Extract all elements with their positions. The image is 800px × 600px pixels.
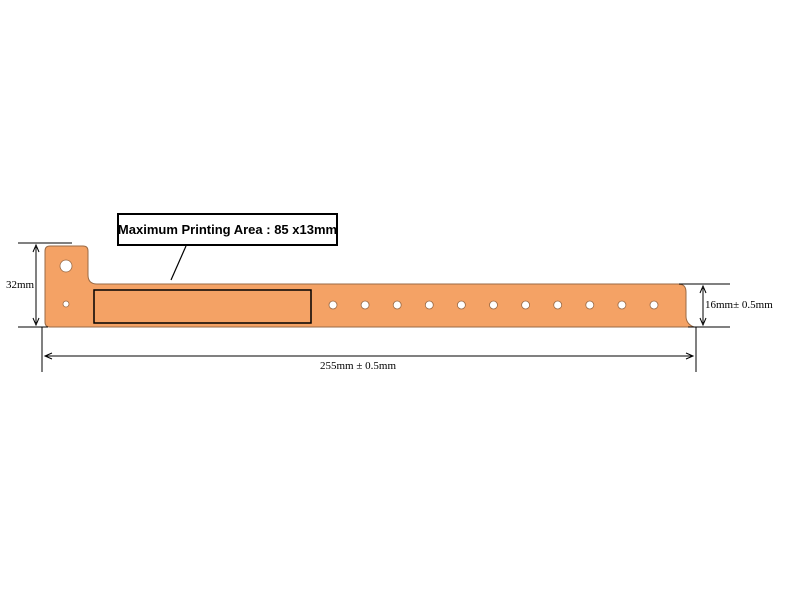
tab-hole-large xyxy=(59,259,73,273)
tab-hole-small xyxy=(62,300,70,308)
printing-area-callout: Maximum Printing Area : 85 x13mm xyxy=(117,213,338,246)
band-width-dimension xyxy=(679,283,730,328)
strap-holes xyxy=(328,300,659,310)
strap-hole xyxy=(521,300,530,310)
height-dimension xyxy=(18,242,72,328)
printing-area-label: Maximum Printing Area : 85 x13mm xyxy=(117,222,338,237)
strap-hole xyxy=(328,300,338,310)
strap-hole xyxy=(489,300,498,310)
printing-area xyxy=(93,289,312,324)
length-dimension xyxy=(41,327,697,372)
strap-hole xyxy=(424,300,434,310)
callout-leader xyxy=(170,245,187,281)
band-width-dimension-label: 16mm± 0.5mm xyxy=(705,299,773,311)
strap-hole xyxy=(553,300,563,310)
strap-hole xyxy=(649,300,659,310)
strap-hole xyxy=(392,300,402,310)
height-dimension-label: 32mm xyxy=(6,279,35,291)
strap-hole xyxy=(456,300,466,310)
strap-hole xyxy=(617,300,627,310)
strap-hole xyxy=(360,300,370,310)
strap-hole xyxy=(585,300,595,310)
length-dimension-label: 255mm ± 0.5mm xyxy=(320,360,397,372)
